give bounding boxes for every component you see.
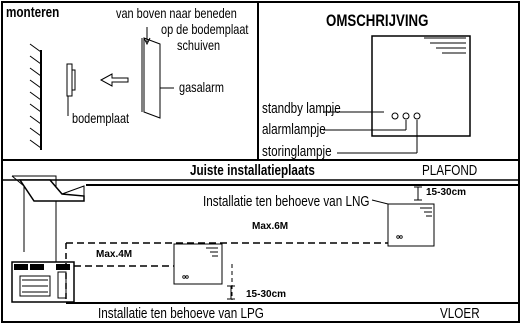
standby-lamp-label: standby lampje — [262, 100, 341, 117]
lpg-distance-marker — [227, 285, 235, 300]
gas-alarm-device-side — [141, 37, 161, 119]
gas-alarm-label: gasalarm — [179, 79, 224, 95]
slide-arrow — [99, 73, 129, 87]
wall-hatching — [29, 43, 42, 150]
indicator-lamps — [391, 112, 421, 120]
lng-label: Installatie ten behoeve van LNG — [203, 193, 370, 210]
alarm-lamp-icon — [402, 112, 410, 120]
lpg-detector-shape — [173, 243, 223, 285]
base-plate-label: bodemplaat — [72, 110, 130, 126]
stove — [11, 261, 75, 303]
range-hood — [18, 179, 85, 202]
description-title: OMSCHRIJVING — [326, 11, 429, 30]
lng-leader — [371, 199, 389, 205]
fault-lamp-label: storinglampje — [262, 143, 332, 160]
detector-front-view — [371, 35, 471, 137]
lng-detector-shape — [387, 203, 435, 247]
down-arrow — [143, 27, 151, 46]
mount-title: monteren — [6, 4, 60, 21]
lpg-label: Installatie ten behoeve van LPG — [98, 305, 264, 322]
max4-label: Max.4M — [96, 249, 133, 260]
ceiling-label: PLAFOND — [422, 162, 478, 179]
lpg-distance: 15-30cm — [246, 289, 287, 300]
floor-label: VLOER — [440, 305, 480, 322]
base-plate-shape — [66, 63, 76, 97]
slide-label: schuiven — [177, 37, 221, 53]
installation-title: Juiste installatieplaats — [190, 162, 315, 179]
alarm-lamp-label: alarmlampje — [262, 121, 326, 138]
max6-label: Max.6M — [252, 221, 289, 232]
onto-plate-label: op de bodemplaat — [161, 21, 249, 37]
lng-distance-marker — [414, 186, 422, 201]
lng-distance: 15-30cm — [426, 187, 467, 198]
fault-lamp-icon — [413, 112, 421, 120]
standby-lamp-icon — [391, 112, 399, 120]
lamp-leaders — [323, 111, 418, 154]
from-top-label: van boven naar beneden — [116, 5, 237, 21]
